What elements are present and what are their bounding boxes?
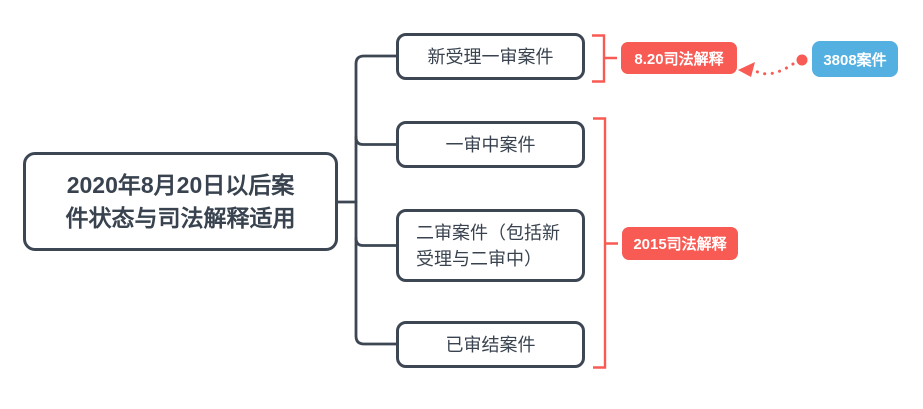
- bracket-2015: [593, 117, 618, 369]
- branch-node-label: 新受理一审案件: [427, 46, 554, 67]
- bracket-820: [592, 34, 617, 83]
- dotted-arrow-line: [752, 62, 795, 76]
- tree-trunk-connector: [354, 54, 398, 346]
- arrowhead-icon: [738, 62, 755, 77]
- callout-label: 3808案件: [823, 51, 887, 69]
- branch-node-new-first-instance[interactable]: 新受理一审案件: [396, 33, 585, 80]
- branch-node-second-instance[interactable]: 二审案件（包括新受理与二审中）: [396, 209, 585, 282]
- branch-3-connector: [354, 236, 398, 247]
- branch-node-label: 二审案件（包括新受理与二审中）: [416, 222, 560, 269]
- annotation-820-interpretation[interactable]: 8.20司法解释: [621, 42, 737, 74]
- root-node[interactable]: 2020年8月20日以后案件状态与司法解释适用: [23, 152, 338, 251]
- annotation-label: 2015司法解释: [633, 236, 727, 253]
- branch-node-label: 一审中案件: [445, 134, 536, 155]
- annotation-label: 8.20司法解释: [634, 50, 724, 68]
- annotation-2015-interpretation[interactable]: 2015司法解释: [622, 227, 738, 260]
- callout-3808-case[interactable]: 3808案件: [812, 41, 898, 77]
- arrow-origin-dot: [796, 54, 808, 66]
- branch-node-in-first-instance[interactable]: 一审中案件: [396, 121, 585, 168]
- branch-2-connector: [354, 135, 398, 146]
- branch-node-concluded[interactable]: 已审结案件: [396, 321, 585, 368]
- branch-node-label: 已审结案件: [445, 334, 536, 355]
- root-node-label: 2020年8月20日以后案件状态与司法解释适用: [65, 171, 296, 231]
